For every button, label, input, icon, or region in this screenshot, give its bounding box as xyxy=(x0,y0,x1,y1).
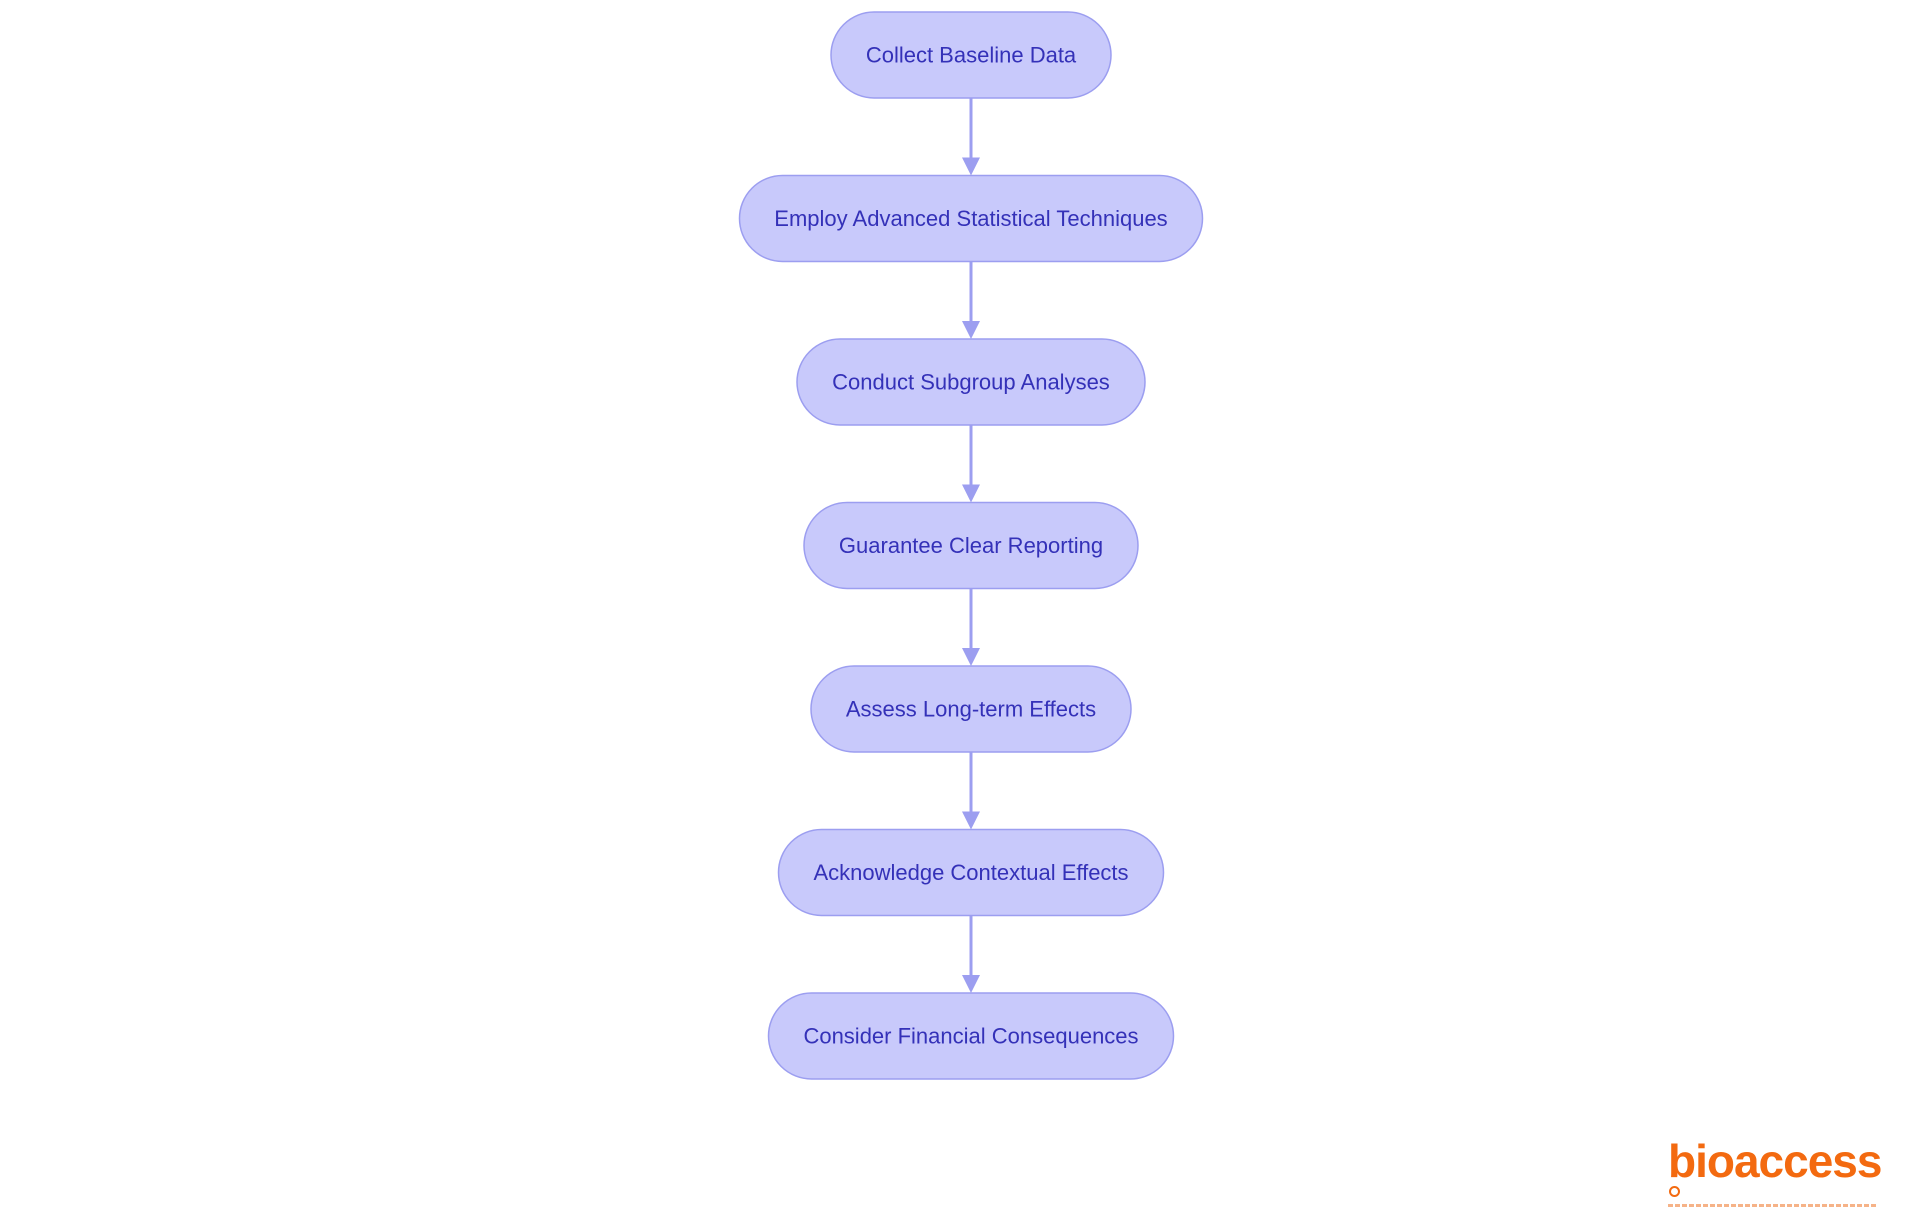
logo-tagline-graphic xyxy=(1668,1204,1878,1207)
flowchart-edges xyxy=(962,98,980,993)
flow-node-guarantee: Guarantee Clear Reporting xyxy=(803,501,1139,590)
flow-node-label: Employ Advanced Statistical Techniques xyxy=(774,206,1167,231)
arrowhead-icon xyxy=(962,975,980,993)
registered-trademark-icon xyxy=(1669,1186,1680,1197)
flow-node-label: Assess Long-term Effects xyxy=(846,697,1096,722)
arrowhead-icon xyxy=(962,321,980,339)
bioaccess-logo: bioaccess xyxy=(1668,1138,1888,1207)
flow-node-label: Guarantee Clear Reporting xyxy=(839,533,1103,558)
arrowhead-icon xyxy=(962,484,980,503)
flow-node-employ: Employ Advanced Statistical Techniques xyxy=(738,174,1204,263)
flow-node-consider: Consider Financial Consequences xyxy=(767,992,1175,1080)
flow-node-label: Conduct Subgroup Analyses xyxy=(832,370,1110,395)
flow-node-shape xyxy=(767,992,1175,1080)
arrowhead-icon xyxy=(962,811,980,830)
flow-node-acknowledge: Acknowledge Contextual Effects xyxy=(777,828,1165,917)
flow-node-label: Consider Financial Consequences xyxy=(803,1024,1138,1049)
flow-node-label: Collect Baseline Data xyxy=(866,43,1077,68)
flow-node-shape xyxy=(796,338,1146,426)
arrowhead-icon xyxy=(962,157,980,176)
flow-node-conduct: Conduct Subgroup Analyses xyxy=(796,338,1146,426)
flow-node-label: Acknowledge Contextual Effects xyxy=(813,860,1128,885)
flow-node-shape xyxy=(777,828,1165,917)
logo-wordmark: bioaccess xyxy=(1668,1135,1882,1187)
flow-node-shape xyxy=(830,11,1112,99)
flow-node-collect: Collect Baseline Data xyxy=(830,11,1112,99)
flow-node-shape xyxy=(738,174,1204,263)
flow-node-shape xyxy=(810,665,1132,753)
flow-node-assess: Assess Long-term Effects xyxy=(810,665,1132,753)
flow-node-shape xyxy=(803,501,1139,590)
arrowhead-icon xyxy=(962,648,980,666)
